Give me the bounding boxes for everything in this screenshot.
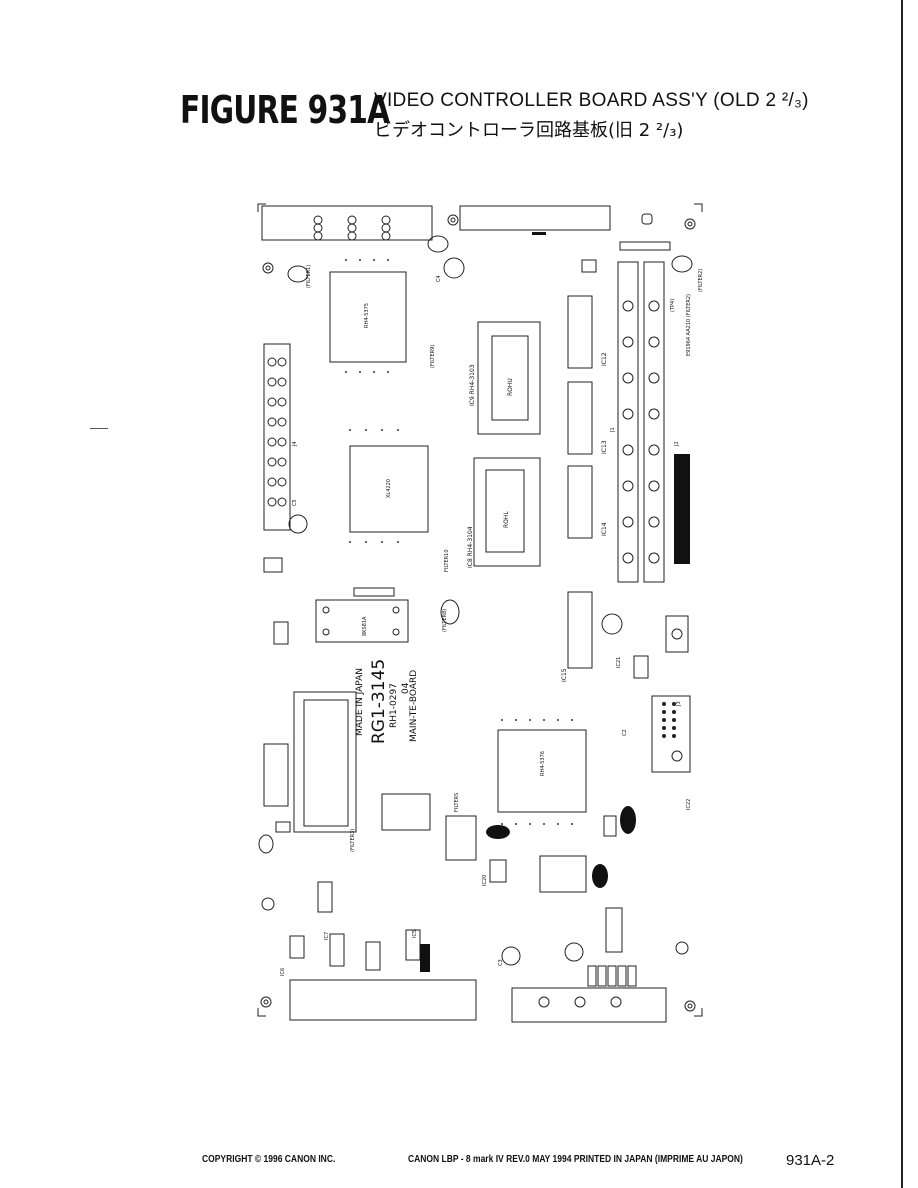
footer-print-info: CANON LBP - 8 mark IV REV.0 MAY 1994 PRI… [408, 1154, 743, 1165]
title-english: VIDEO CONTROLLER BOARD ASS'Y (OLD 2 ²/₃) [374, 90, 809, 111]
filter1-label: (FILTER1) [306, 265, 312, 288]
board-rev: 04 [401, 682, 411, 694]
footer-copyright: COPYRIGHT © 1996 CANON INC. [202, 1154, 336, 1165]
j1-label: J1 [610, 427, 616, 433]
ic7-label: IC7 [324, 932, 330, 940]
chip-label-ic1: XL4220 [386, 479, 392, 498]
ic6-label: IC6 [280, 968, 286, 976]
chip-label-ic4: RH4-5375 [364, 303, 370, 328]
rom-upper-part-label: IC9 RH4-3103 [469, 364, 476, 406]
board-rh-code: RH1-0297 [389, 683, 399, 728]
figure-label: FIGURE 931A [180, 88, 390, 132]
stray-mark [90, 428, 108, 429]
j3-label: J3 [676, 701, 682, 707]
title-japanese: ビデオコントローラ回路基板(旧 2 ²/₃) [374, 120, 684, 141]
ic12-label: IC12 [601, 352, 608, 366]
c2-label: C2 [622, 729, 628, 736]
ic13-label: IC13 [601, 440, 608, 454]
x1-label: X1 [602, 869, 608, 876]
board-main-label: MAIN-TE-BOARD [409, 670, 419, 742]
ic22-label: IC22 [686, 799, 692, 810]
filter8-label: (FILTER8) [442, 609, 448, 632]
right-margin-rule [901, 0, 903, 1188]
filter10-label: FILTER10 [444, 550, 450, 573]
board-part-number: RG1-3145 [369, 659, 389, 744]
ic20-label: IC20 [482, 875, 488, 886]
ic5-label: IC5 [412, 930, 418, 938]
rom-lower-part-label: IC8 RH4-3104 [467, 526, 474, 568]
j2-label: J2 [674, 441, 680, 447]
tp4-label: (TP4) [670, 299, 676, 312]
filters-label: FILTERS [454, 793, 460, 812]
c4-label: C4 [436, 275, 442, 282]
chip-label-rom-upper: ROHU [507, 378, 514, 396]
circuit-board-diagram: RH4-5375 XL4220 ROHU ROHL RH4-5376 8KS81… [250, 196, 710, 1030]
page-number: 931A-2 [786, 1152, 835, 1169]
chip-label-ic16: 8KS81A [362, 616, 368, 636]
filter2-label: (FILTER2) [698, 269, 704, 292]
board-made-in: MADE IN JAPAN [355, 668, 365, 736]
filter3-label: (FILTER3) [350, 829, 356, 852]
ic15-label: IC15 [561, 668, 568, 682]
j4-label: J4 [292, 441, 298, 447]
ic21-label: IC21 [616, 657, 622, 668]
ul-marking-label: E91964 AA210 (FILTER2) [686, 294, 692, 356]
chip-label-rom-lower: ROHL [503, 511, 510, 528]
ic14-label: IC14 [601, 522, 608, 536]
chip-label-ic2: RH4-5376 [540, 751, 546, 776]
c3-label: C3 [498, 959, 504, 966]
c5-label: C5 [292, 499, 298, 506]
filter9-label: (FILTER9) [430, 345, 436, 368]
